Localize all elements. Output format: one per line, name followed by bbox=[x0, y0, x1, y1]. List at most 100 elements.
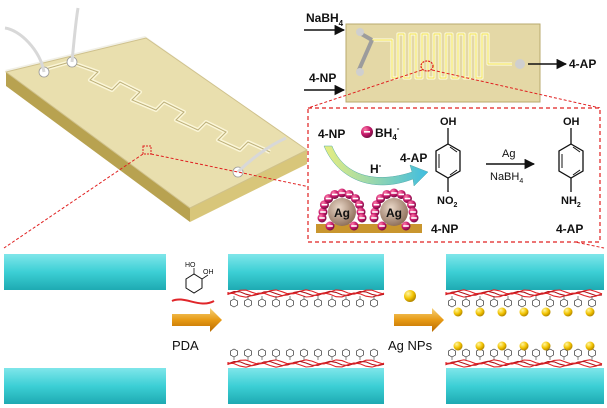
catechol-group bbox=[272, 298, 280, 308]
catechol-structure: HO OH bbox=[185, 262, 214, 294]
ag-nanoparticle bbox=[497, 307, 507, 317]
catechol-group bbox=[490, 298, 498, 308]
pda-strand bbox=[227, 362, 385, 368]
svg-text:OH: OH bbox=[563, 116, 580, 128]
inlet-4np: 4-NP bbox=[304, 71, 346, 96]
svg-text:Ag: Ag bbox=[334, 206, 350, 220]
catechol-group bbox=[328, 298, 336, 308]
catechol-group bbox=[230, 298, 238, 308]
mech-4np: 4-NP bbox=[318, 127, 345, 141]
reagent-label: NaBH4 bbox=[490, 171, 523, 185]
catechol-group bbox=[272, 348, 280, 358]
inlet-port-top bbox=[356, 28, 364, 36]
microfluidic-chip-2d bbox=[345, 23, 541, 103]
catechol-group bbox=[370, 298, 378, 308]
catechol-group bbox=[370, 348, 378, 358]
catechol-group bbox=[504, 348, 512, 358]
catechol-group bbox=[448, 298, 456, 308]
catechol-group bbox=[230, 348, 238, 358]
agnps-label: Ag NPs bbox=[388, 338, 433, 353]
mechanism-panel: 4-NP BH4- H- 4-AP Ag Ag bbox=[316, 124, 429, 233]
catechol-group bbox=[300, 348, 308, 358]
pda-label: PDA bbox=[172, 338, 199, 353]
catechol-group bbox=[300, 298, 308, 308]
catechol-group bbox=[462, 298, 470, 308]
ag-nanoparticle bbox=[453, 341, 463, 351]
catechol-group bbox=[532, 348, 540, 358]
microfluidic-chip-3d bbox=[4, 7, 308, 222]
tube-3 bbox=[236, 136, 287, 174]
catechol-group bbox=[532, 298, 540, 308]
catechol-group bbox=[504, 298, 512, 308]
ag-nanoparticle bbox=[475, 307, 485, 317]
catechol-group bbox=[546, 298, 554, 308]
catechol-group bbox=[244, 348, 252, 358]
pda-strand bbox=[445, 292, 603, 298]
ag-nanoparticle bbox=[519, 341, 529, 351]
outlet-port-right bbox=[515, 59, 525, 69]
product-label: 4-AP bbox=[556, 222, 583, 236]
catechol-group bbox=[490, 348, 498, 358]
ag-nanoparticle bbox=[475, 341, 485, 351]
catechol-group bbox=[342, 298, 350, 308]
catechol-group bbox=[356, 348, 364, 358]
svg-text:4-NP: 4-NP bbox=[309, 71, 336, 85]
step-agnps-arrow: Ag NPs bbox=[388, 290, 444, 353]
svg-text:OH: OH bbox=[203, 269, 214, 276]
zoom-spot-2d bbox=[420, 60, 434, 72]
svg-text:Ag: Ag bbox=[386, 206, 402, 220]
ag-nanoparticle-icon bbox=[404, 290, 416, 302]
svg-text:HO: HO bbox=[185, 262, 196, 269]
svg-text:NO2: NO2 bbox=[437, 195, 458, 209]
ag-nanoparticle bbox=[585, 307, 595, 317]
ag-nanoparticle bbox=[585, 341, 595, 351]
catechol-group bbox=[462, 348, 470, 358]
catechol-group bbox=[314, 298, 322, 308]
catechol-group bbox=[286, 298, 294, 308]
zoom-spot-chip bbox=[142, 145, 152, 155]
step-bare-channel bbox=[4, 254, 166, 404]
ag-particle-right: Ag bbox=[380, 198, 408, 226]
reaction-curve-arrow bbox=[323, 145, 429, 187]
catechol-group bbox=[244, 298, 252, 308]
catechol-group bbox=[518, 298, 526, 308]
ag-particle-left: Ag bbox=[328, 198, 356, 226]
catechol-group bbox=[328, 348, 336, 358]
outlet-4ap: 4-AP bbox=[528, 57, 596, 71]
svg-text:OH: OH bbox=[440, 116, 457, 128]
step-ag-decorated bbox=[445, 254, 604, 404]
catechol-group bbox=[314, 348, 322, 358]
pda-strand bbox=[227, 292, 385, 298]
substrate bbox=[316, 224, 422, 233]
catechol-group bbox=[258, 298, 266, 308]
svg-text:NaBH4: NaBH4 bbox=[306, 11, 344, 28]
ag-nanoparticle bbox=[519, 307, 529, 317]
catechol-group bbox=[258, 348, 266, 358]
ag-nanoparticle bbox=[453, 307, 463, 317]
ag-nanoparticle bbox=[541, 307, 551, 317]
step-pda-arrow: HO OH PDA bbox=[171, 262, 222, 353]
reaction-scheme: OH NO2 4-NP Ag NaBH4 OH NH2 4-AP bbox=[431, 116, 584, 236]
mech-4ap: 4-AP bbox=[400, 151, 427, 165]
svg-text:BH4-: BH4- bbox=[375, 124, 400, 142]
pda-arrow bbox=[172, 308, 222, 332]
step-pda-coated bbox=[227, 254, 385, 404]
ag-nanoparticle bbox=[541, 341, 551, 351]
catechol-group bbox=[574, 298, 582, 308]
ag-nanoparticle bbox=[563, 307, 573, 317]
bh4-beads bbox=[317, 188, 419, 231]
catechol-group bbox=[588, 298, 596, 308]
svg-text:NH2: NH2 bbox=[561, 195, 581, 209]
nitrophenol-structure: OH NO2 4-NP bbox=[431, 116, 461, 236]
catechol-group bbox=[286, 348, 294, 358]
ag-nanoparticle bbox=[563, 341, 573, 351]
tube-1 bbox=[4, 26, 46, 73]
inlet-nabh4: NaBH4 bbox=[304, 11, 346, 36]
catechol-group bbox=[342, 348, 350, 358]
pda-strand bbox=[227, 360, 385, 367]
tube-2 bbox=[70, 7, 80, 63]
pda-strand bbox=[227, 290, 385, 297]
catalyst-label: Ag bbox=[502, 148, 515, 160]
reactant-label: 4-NP bbox=[431, 222, 458, 236]
